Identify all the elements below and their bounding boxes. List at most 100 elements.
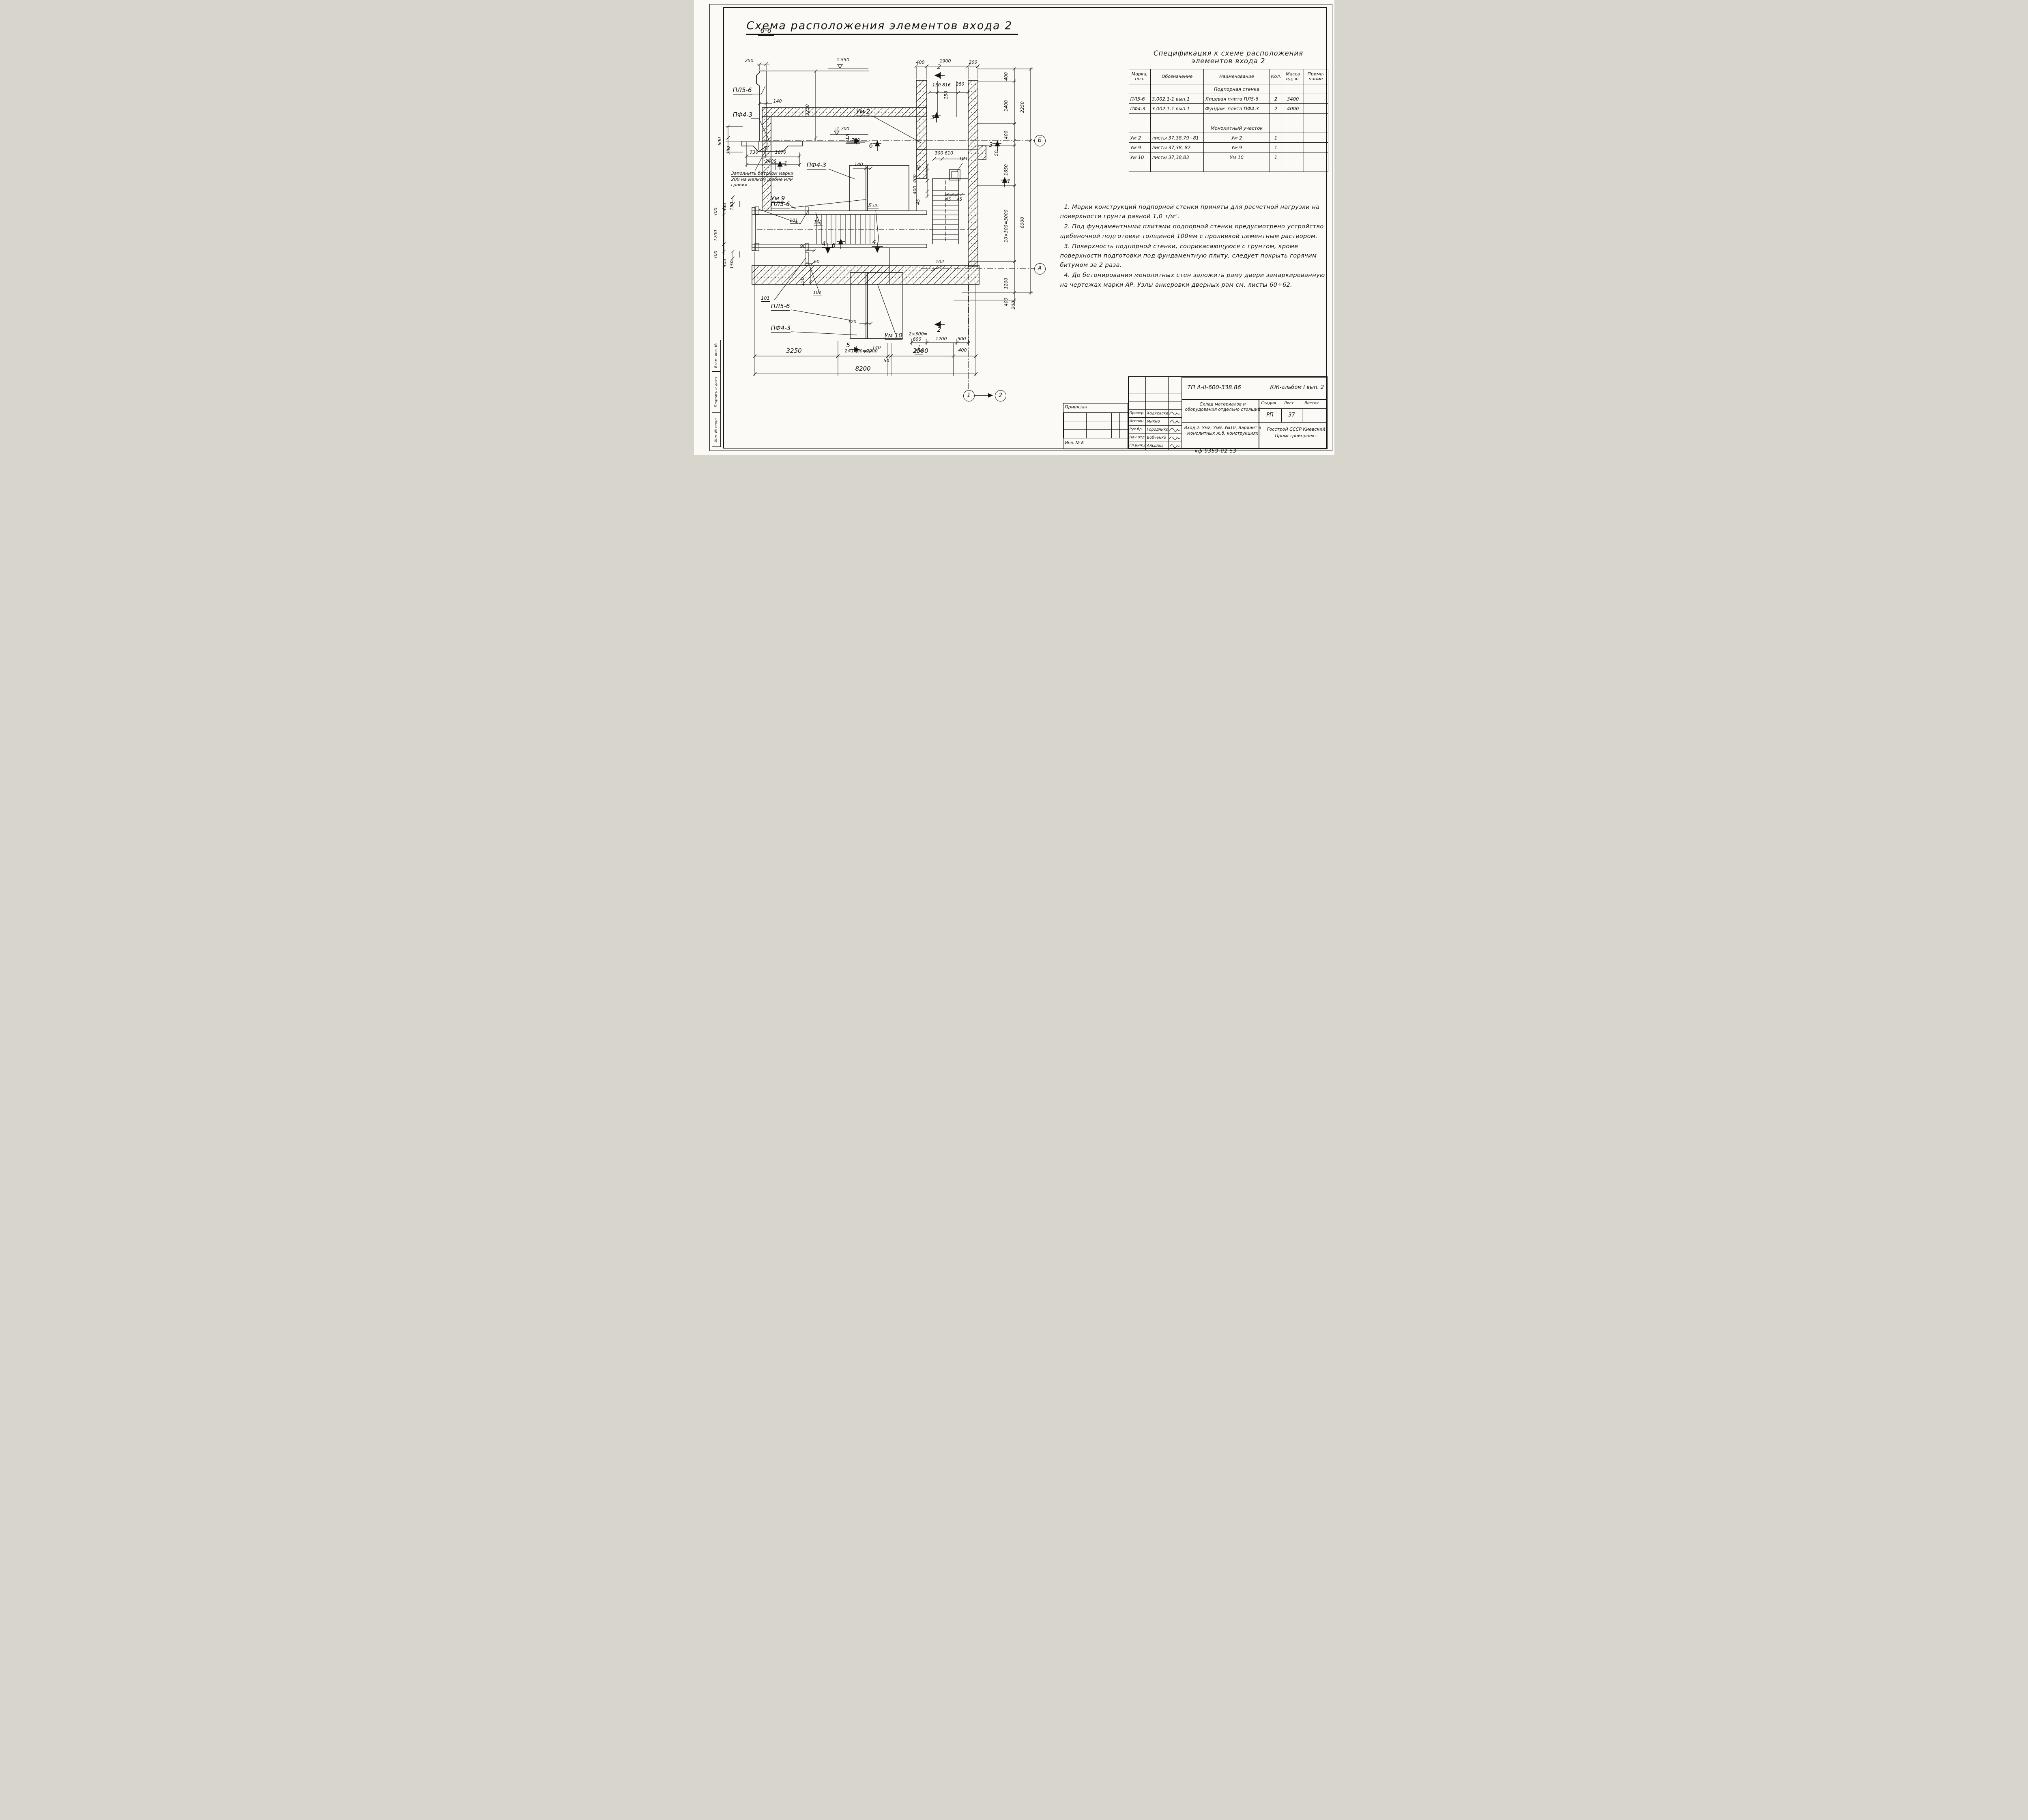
plan-walls-hatched [751,80,986,285]
spec-row [1128,162,1328,172]
sheet-title: Вход 2. Ум2, Ум9, Ум10. Вариант в моноли… [1184,425,1261,436]
dim-r1400: 1400 [1003,100,1009,112]
general-notes: 1. Марки конструкций подпорной стенки пр… [1060,203,1328,291]
spec-col-naimenovanie: Наименование [1203,69,1270,84]
callout-101-d: 101 [813,290,822,296]
dim-2400: 2400 [765,159,777,164]
sheets-value-cell [1302,408,1328,423]
mark-2-bottom: 2 [937,326,941,333]
mark-5-top: 5 [845,133,850,140]
dim-45-a: 45 [915,164,921,170]
dim-600: 600 [717,137,722,146]
dim-300-610: 300 610 [935,150,954,156]
signature [1169,410,1182,417]
dim-r200: 200 [1010,301,1016,309]
dim-140-bottom: 140 [872,345,881,350]
plan-dimensions [722,64,1033,376]
sheet-outer-frame [709,4,1332,451]
spec-col-kol: Кол. [1269,69,1283,84]
org-cell: Госстрой СССР Киевский Промстройпроект [1258,422,1328,449]
spec-header-row: Марка, поз. Обозначение Наименование Кол… [1128,69,1328,84]
sig-row-chief-eng: Гл.инж.прАльшиц [1129,442,1182,450]
label-pl5-6: ПЛ5-6 [733,86,752,94]
label-pl5-6-low: ПЛ5-6 [771,303,790,311]
plan-corridor [751,206,927,266]
dim-l405-a: 405 [722,203,727,211]
mark-3-left: 3 [930,114,935,121]
callout-102: 102 [935,259,944,265]
dim-top-200: 200 [969,60,977,65]
dim-2x300: 2×300= [909,331,928,337]
spec-col-marka: Марка, поз. [1128,69,1151,84]
mark-4-left: 4 [822,240,826,247]
stamp-vzam: Взам. инв. № [711,340,721,371]
dim-1200-low: 1200 [935,336,947,341]
stamp-podpis: Подпись и дата [711,371,721,413]
organization: Госстрой СССР Киевский Промстройпроект [1267,427,1326,438]
dim-b2500: 2500 [913,347,928,354]
dim-b2000: 2×1000=2000 [844,348,878,354]
label-pf4-3: ПФ4-3 [733,111,753,119]
dim-l405-b: 405 [722,259,727,267]
level-m1700: -1.700 [835,126,849,132]
attached-grid [1063,412,1128,438]
dim-l300-b: 300 [713,251,718,259]
dim-l150-b: 150 [729,260,735,269]
dim-150-816: 150 816 [932,82,951,88]
plan-linework [722,62,1034,398]
form-code: кф 9359-02 53 [1194,448,1237,454]
dim-r3000: 10×300=3000 [1003,209,1009,243]
dim-200-low: 200 [914,348,923,354]
dim-45-c: 45 [945,197,951,202]
note-fill-line3: гравии [731,182,748,187]
plan-stair-vertical-treads [932,180,958,243]
plan-axes [762,140,1034,398]
spec-row: Подпорная стенка [1128,84,1328,94]
dim-r400-a: 400 [1003,72,1009,81]
mark-6-top: 6 [869,142,873,149]
sig-row-brigade: Рук.бр.Городчиков [1128,426,1182,434]
sig-row-author: Исполн.Михно [1128,418,1182,426]
sig-row-empty [1128,377,1182,385]
dim-90: 90 [800,244,806,249]
dim-500-low: 500 [957,336,966,341]
sheet-header: Лист [1284,401,1294,406]
inventory-number: Инв. № 8 [1065,441,1084,445]
dim-top-400: 400 [916,60,925,65]
stage-value-cell: РП [1258,408,1282,423]
dim-top-1900: 1900 [939,58,951,64]
dim-r50: 50 [993,150,999,156]
signature [1169,442,1182,450]
note-1: 1. Марки конструкций подпорной стенки пр… [1060,204,1320,220]
dim-400-a: 400 [912,174,917,183]
mark-5-bottom: 5 [846,341,851,349]
dim-r2250: 2250 [1019,101,1025,113]
note-2: 2. Под фундаментными плитами подпорной с… [1060,223,1324,240]
sig-row-checker: Провер.Ходкевская [1128,410,1182,418]
dim-400-b: 400 [912,186,917,194]
sheet-value-cell: 37 [1281,408,1302,423]
dim-280: 280 [956,82,965,87]
mark-2-top: 2 [937,63,941,71]
dim-b400: 400 [958,348,967,353]
callout-101-a: 101 [789,218,798,224]
doc-number: ТП А-II-600-338.86 [1187,384,1241,391]
callout-um10: Ум 10 [884,332,902,340]
sheet-inner-frame [723,7,1327,449]
attached-box: Привязан Инв. № 8 [1063,403,1128,449]
spec-col-oboznachenie: Обозначение [1150,69,1204,84]
callout-103: 103 [959,156,968,162]
spec-row [1128,113,1328,123]
sig-row-empty [1128,401,1182,410]
dim-600-low: 600 [913,337,922,342]
dim-150-vert: 150 [943,91,949,99]
sig-row-empty [1128,393,1182,401]
album-number: КЖ-альбом I вып. 2 [1270,384,1324,391]
margin-stamps: Взам. инв. № Подпись и дата Инв. № подл. [711,340,721,447]
spec-title-line1: Спецификация к схеме расположения [1153,49,1304,57]
note-fill-line2: 200 на мелком щебне или [731,177,793,182]
